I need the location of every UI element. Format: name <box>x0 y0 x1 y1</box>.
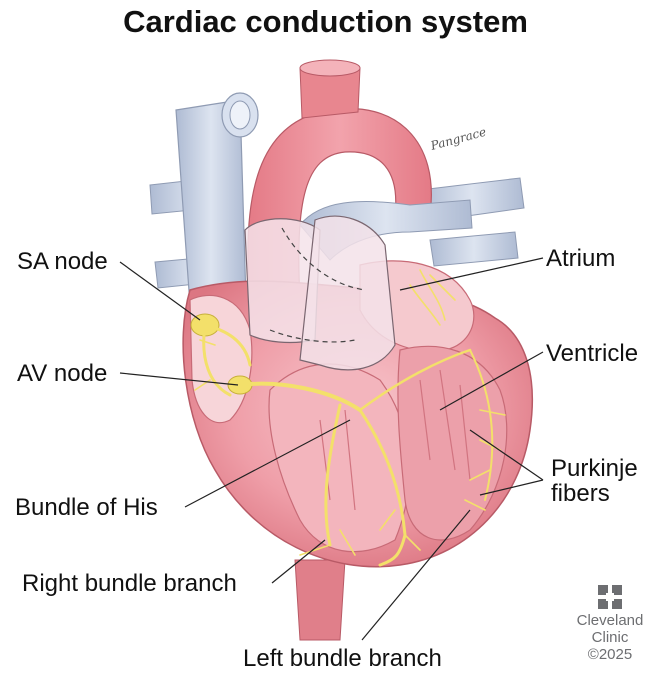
descending-vessel <box>295 560 345 640</box>
cleveland-clinic-cross-icon <box>597 584 623 610</box>
logo-line1: Cleveland <box>570 612 650 629</box>
label-left-bundle-branch: Left bundle branch <box>243 645 442 673</box>
label-sa-node: SA node <box>17 248 108 276</box>
logo-copyright: ©2025 <box>570 646 650 663</box>
superior-vena-cava <box>176 93 258 305</box>
label-ventricle: Ventricle <box>546 340 638 368</box>
label-purkinje-line2: fibers <box>551 480 610 507</box>
label-purkinje-fibers: Purkinje fibers <box>551 456 638 506</box>
label-right-bundle-branch: Right bundle branch <box>22 570 237 598</box>
cleveland-clinic-logo: Cleveland Clinic ©2025 <box>570 584 650 663</box>
label-purkinje-line1: Purkinje <box>551 455 638 482</box>
label-atrium: Atrium <box>546 245 615 273</box>
label-bundle-of-his: Bundle of His <box>15 494 158 522</box>
artist-signature: Pangrace <box>428 125 487 153</box>
label-av-node: AV node <box>17 360 107 388</box>
logo-line2: Clinic <box>570 629 650 646</box>
